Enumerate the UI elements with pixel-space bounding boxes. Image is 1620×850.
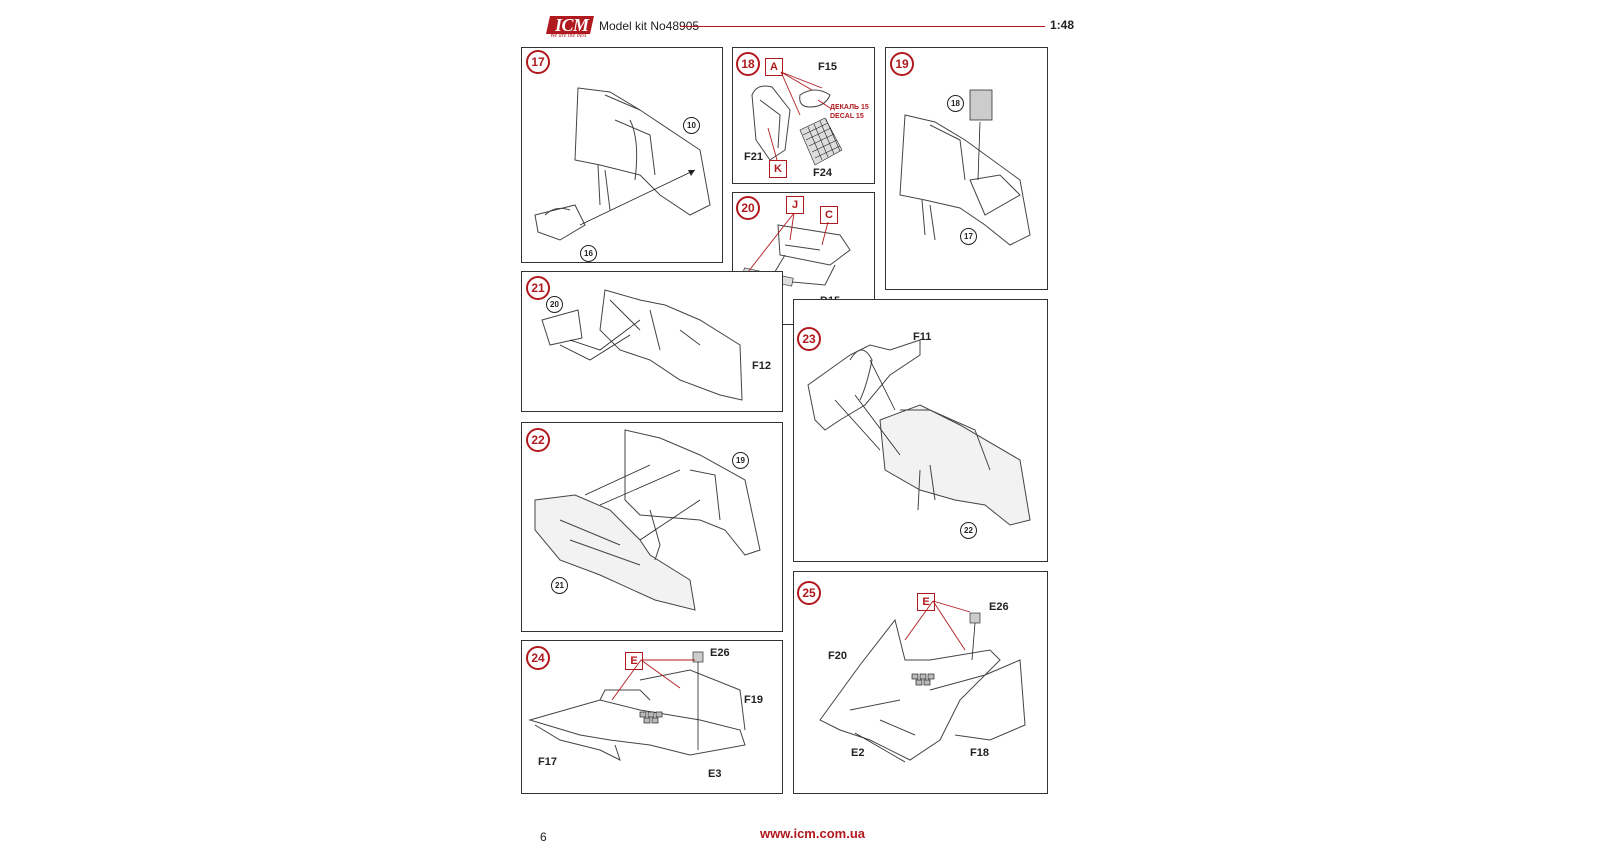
step-18-decal-note: ДЕКАЛЬ 15 DECAL 15 <box>830 103 869 121</box>
step-17-ref-10: 10 <box>683 117 700 134</box>
step-22-number: 22 <box>526 428 550 452</box>
step-24-part-F19: F19 <box>744 694 763 706</box>
step-20-box-C: C <box>820 206 838 224</box>
step-21-ref-20: 20 <box>546 296 563 313</box>
step-18-number: 18 <box>736 52 760 76</box>
step-17-panel <box>521 47 723 263</box>
scale-label: 1:48 <box>1050 18 1075 32</box>
step-19-ref-17: 17 <box>960 228 977 245</box>
step-20-box-J: J <box>786 196 804 214</box>
step-24-part-F17: F17 <box>538 756 557 768</box>
step-19-panel <box>885 47 1048 290</box>
decal-line-1: ДЕКАЛЬ 15 <box>830 104 869 111</box>
footer-url-link[interactable]: www.icm.com.ua <box>760 826 865 841</box>
step-17-ref-16: 16 <box>580 245 597 262</box>
step-25-part-F20: F20 <box>828 650 847 662</box>
step-24-part-E26: E26 <box>710 647 730 659</box>
step-24-number: 24 <box>526 646 550 670</box>
step-23-part-F11: F11 <box>913 331 932 343</box>
header-rule <box>680 26 1045 27</box>
step-19-ref-18: 18 <box>947 95 964 112</box>
step-17-number: 17 <box>526 50 550 74</box>
step-25-number: 25 <box>797 581 821 605</box>
decal-line-2: DECAL 15 <box>830 113 864 120</box>
step-22-ref-19: 19 <box>732 452 749 469</box>
step-18-part-F24: F24 <box>813 167 832 179</box>
brand-slogan: We are the best <box>550 33 587 39</box>
step-18-part-F15: F15 <box>818 61 837 73</box>
brand-logo-text: ICM <box>555 15 589 35</box>
step-18-box-K: K <box>769 160 787 178</box>
page-number: 6 <box>540 830 547 844</box>
step-24-part-E3: E3 <box>708 768 722 780</box>
step-19-number: 19 <box>890 52 914 76</box>
step-18-part-F21: F21 <box>744 151 763 163</box>
step-18-box-A: A <box>765 58 783 76</box>
step-21-number: 21 <box>526 276 550 300</box>
step-21-part-F12: F12 <box>752 360 771 372</box>
step-20-number: 20 <box>736 196 760 220</box>
step-22-ref-21: 21 <box>551 577 568 594</box>
step-23-ref-22: 22 <box>960 522 977 539</box>
step-25-part-F18: F18 <box>970 747 989 759</box>
icm-logo <box>546 16 594 34</box>
step-25-part-E2: E2 <box>851 747 865 759</box>
kit-title: Model kit No48905 <box>599 19 700 33</box>
step-23-number: 23 <box>797 327 821 351</box>
step-25-part-E26: E26 <box>989 601 1009 613</box>
